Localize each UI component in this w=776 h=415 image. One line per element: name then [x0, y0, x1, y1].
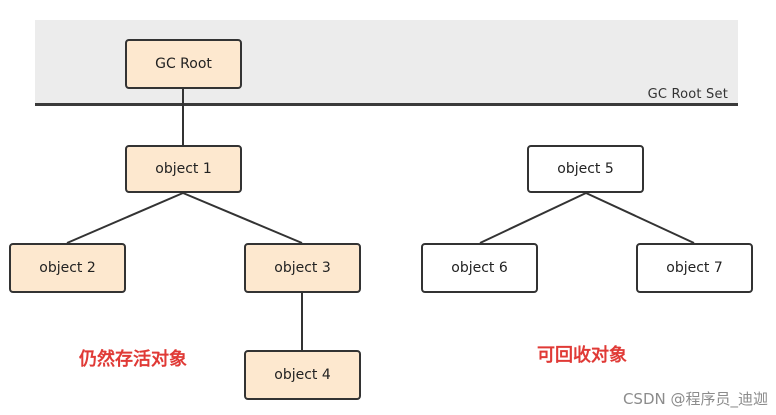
node-object-2: object 2: [9, 243, 126, 293]
gc-root-set-divider: [35, 103, 738, 106]
node-object-1: object 1: [125, 145, 242, 193]
node-object-5: object 5: [527, 145, 644, 193]
edge-object5-object6: [479, 192, 587, 244]
caption-collectible-objects: 可回收对象: [537, 345, 627, 366]
edge-object5-object7: [585, 192, 695, 244]
node-object-6: object 6: [421, 243, 538, 293]
gc-root-set-label: GC Root Set: [647, 87, 728, 102]
node-object-3: object 3: [244, 243, 361, 293]
node-gc-root: GC Root: [125, 39, 242, 89]
caption-alive-objects: 仍然存活对象: [79, 349, 187, 370]
csdn-watermark: CSDN @程序员_迪迦: [622, 390, 768, 408]
node-object-7: object 7: [636, 243, 753, 293]
node-object-4: object 4: [244, 350, 361, 400]
edge-object1-object3: [182, 192, 303, 244]
edge-object1-object2: [66, 192, 184, 244]
